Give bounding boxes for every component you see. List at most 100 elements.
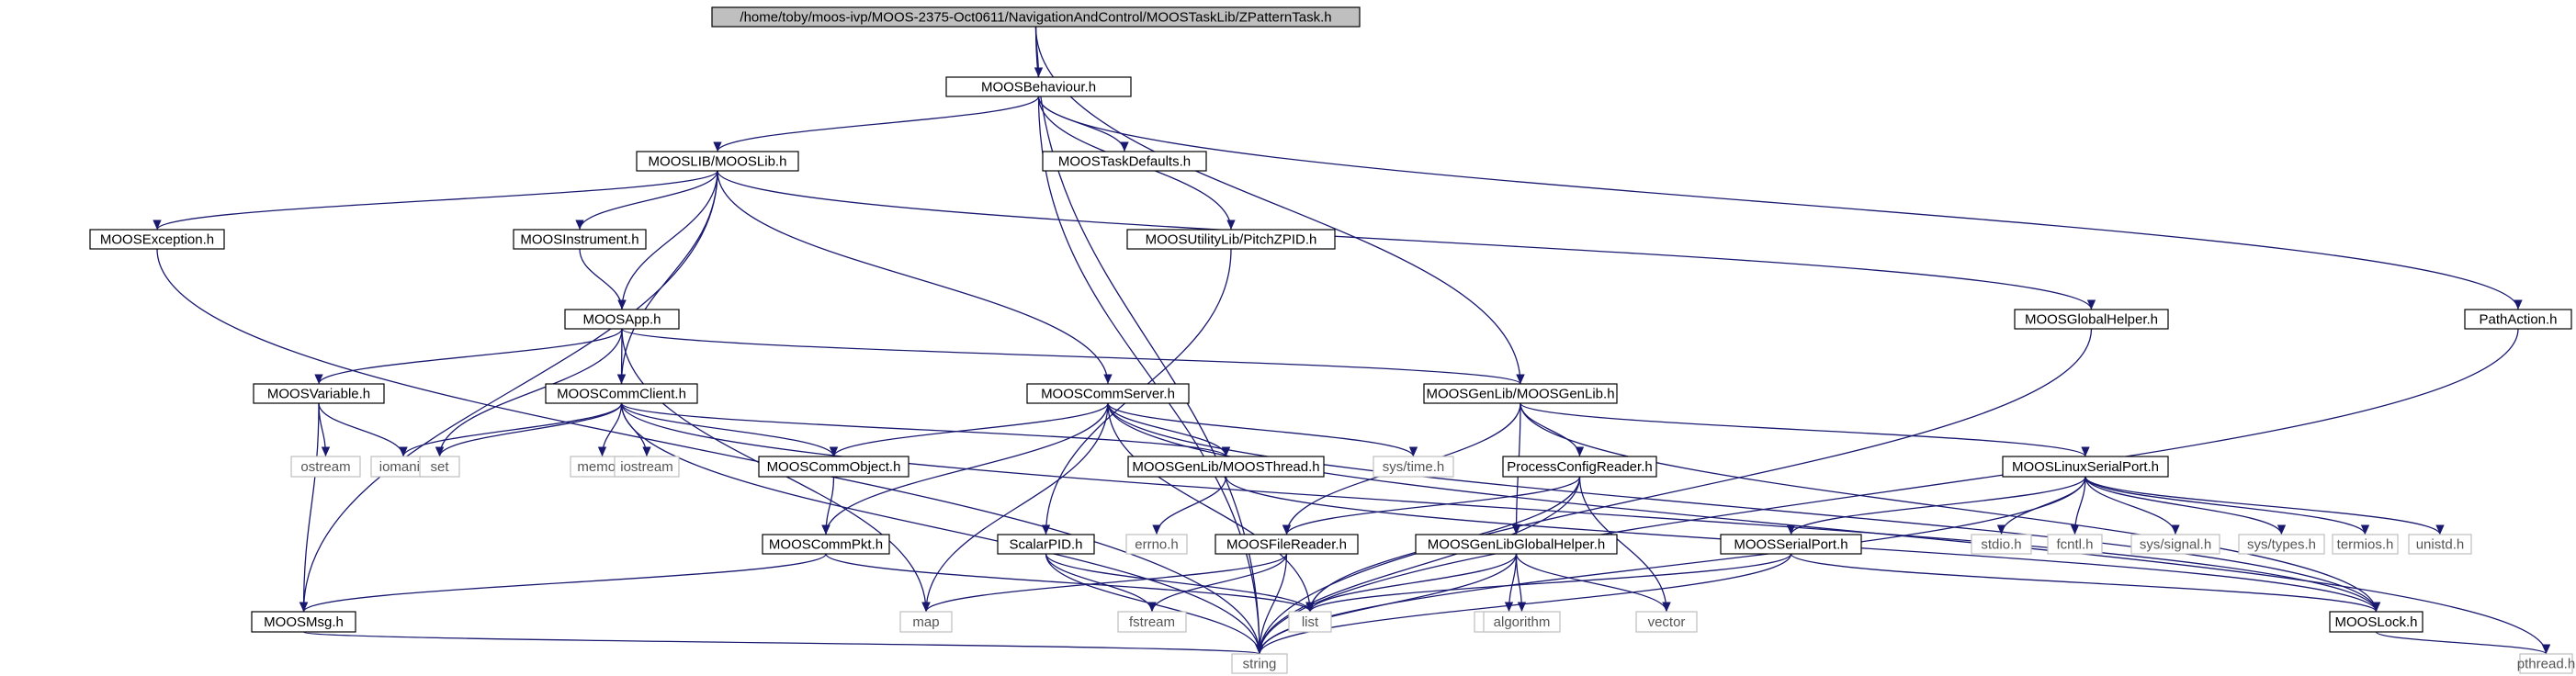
node-serialport[interactable]: MOOSSerialPort.h (1720, 534, 1862, 555)
node-behaviour[interactable]: MOOSBehaviour.h (945, 76, 1132, 97)
include-edge (302, 631, 1263, 655)
edge-serialport-to-string (1255, 553, 1792, 655)
node-fstream: fstream (1117, 611, 1187, 633)
node-moosapp[interactable]: MOOSApp.h (564, 309, 680, 330)
node-label: algorithm (1494, 614, 1551, 630)
node-commpkt[interactable]: MOOSCommPkt.h (762, 534, 890, 555)
node-box (2329, 611, 2423, 633)
node-errno: errno.h (1125, 534, 1188, 555)
node-thread[interactable]: MOOSGenLib/MOOSThread.h (1127, 456, 1325, 478)
include-edge (1152, 476, 1227, 535)
node-box (2014, 309, 2169, 330)
edge-variable-to-iomanip (318, 402, 408, 457)
node-stdio: stdio.h (1971, 534, 2032, 555)
include-edge (713, 96, 1040, 152)
node-box (2408, 534, 2472, 555)
node-commobject[interactable]: MOOSCommObject.h (758, 456, 910, 478)
include-edge (1045, 553, 1157, 613)
node-box (1635, 611, 1698, 633)
include-edge (1255, 476, 1581, 655)
node-label: map (912, 614, 939, 630)
node-string: string (1231, 653, 1288, 674)
edge-processconfig-to-string (1255, 476, 1581, 655)
node-box (2332, 534, 2399, 555)
include-edge (1790, 553, 2380, 613)
include-edge (575, 170, 718, 231)
include-edge (435, 328, 623, 457)
include-edge (825, 553, 1315, 613)
node-box (1423, 383, 1618, 404)
edge-linuxserial-to-termios (2085, 476, 2370, 535)
node-processconfig[interactable]: ProcessConfigReader.h (1502, 456, 1657, 478)
node-filereader[interactable]: MOOSFileReader.h (1215, 534, 1359, 555)
edge-commserver-to-map (921, 402, 1109, 613)
edge-moosapp-to-genlib (621, 328, 1525, 385)
include-edge (620, 402, 1264, 655)
node-genlib[interactable]: MOOSGenLib/MOOSGenLib.h (1423, 383, 1618, 404)
node-variable[interactable]: MOOSVariable.h (253, 383, 385, 404)
include-edge (156, 248, 1264, 655)
include-edge (153, 170, 718, 231)
node-label: fcntl.h (2056, 536, 2093, 552)
node-exception[interactable]: MOOSException.h (89, 229, 225, 250)
node-linuxserial[interactable]: MOOSLinuxSerialPort.h (2002, 456, 2169, 478)
include-edge (2375, 631, 2550, 655)
include-edge (617, 170, 718, 310)
edge-mooslib-to-instrument (575, 170, 718, 231)
node-genlibhelper[interactable]: MOOSGenLibGlobalHelper.h (1415, 534, 1618, 555)
edge-commserver-to-pthread (1107, 402, 2551, 655)
node-box (290, 456, 361, 478)
node-taskdefaults[interactable]: MOOSTaskDefaults.h (1042, 151, 1207, 172)
include-edge (597, 402, 623, 457)
node-box (1125, 534, 1188, 555)
include-edge (2085, 476, 2180, 535)
include-edge (318, 402, 408, 457)
edge-behaviour-to-pathaction (1037, 96, 2523, 310)
node-label: pthread.h (2517, 656, 2575, 671)
node-label: MOOSException.h (100, 231, 214, 247)
node-label: MOOSVariable.h (267, 386, 370, 401)
include-edge (1255, 553, 1288, 655)
edge-commclient-to-memory (597, 402, 623, 457)
node-mooslock[interactable]: MOOSLock.h (2329, 611, 2423, 633)
node-box (758, 456, 910, 478)
node-box (945, 76, 1132, 97)
node-instrument[interactable]: MOOSInstrument.h (513, 229, 647, 250)
node-moosmsg[interactable]: MOOSMsg.h (251, 611, 356, 633)
edge-serialport-to-list (1305, 553, 1792, 613)
node-commserver[interactable]: MOOSCommServer.h (1026, 383, 1190, 404)
edge-commclient-to-commobject (620, 402, 839, 457)
node-label: MOOSUtilityLib/PitchZPID.h (1146, 231, 1317, 247)
node-label: MOOSBehaviour.h (981, 79, 1096, 95)
node-box (2238, 534, 2325, 555)
node-root[interactable]: /home/toby/moos-ivp/MOOS-2375-Oct0611/Na… (711, 6, 1361, 28)
include-edge (821, 476, 835, 535)
node-pthread: pthread.h (2517, 653, 2575, 674)
edge-moosmsg-to-string (302, 631, 1263, 655)
node-pitchzpid[interactable]: MOOSUtilityLib/PitchZPID.h (1126, 229, 1336, 250)
node-list: list (1288, 611, 1332, 633)
node-box (899, 611, 953, 633)
node-box (1373, 456, 1454, 478)
node-globalhelper[interactable]: MOOSGlobalHelper.h (2014, 309, 2169, 330)
node-syssignal: sys/signal.h (2130, 534, 2220, 555)
edge-linuxserial-to-serialport (1786, 476, 2086, 535)
node-label: MOOSApp.h (582, 311, 661, 327)
node-commclient[interactable]: MOOSCommClient.h (545, 383, 698, 404)
include-edge (299, 402, 320, 613)
node-scalarpid[interactable]: ScalarPID.h (997, 534, 1095, 555)
node-box (1720, 534, 1862, 555)
node-pathaction[interactable]: PathAction.h (2464, 309, 2572, 330)
include-edge (1305, 553, 1792, 613)
node-systypes: sys/types.h (2238, 534, 2325, 555)
include-edge (1520, 402, 2381, 613)
include-edge (717, 170, 2096, 310)
node-box (1231, 653, 1288, 674)
node-mooslib[interactable]: MOOSLIB/MOOSLib.h (636, 151, 799, 172)
node-label: MOOSLock.h (2334, 614, 2417, 630)
include-edge (314, 328, 623, 385)
include-edge (1107, 402, 2551, 655)
include-edge (921, 553, 1288, 613)
edge-pathaction-to-string (1255, 328, 2519, 655)
